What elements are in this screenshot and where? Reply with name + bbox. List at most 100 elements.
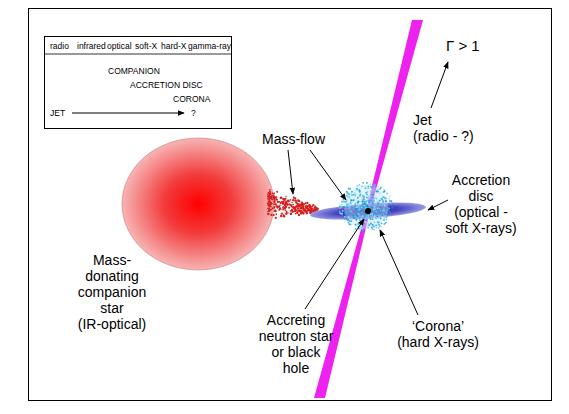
stream-dot — [273, 192, 275, 194]
stream-dot — [298, 208, 299, 209]
corona-dot — [364, 203, 366, 205]
corona-dot — [358, 209, 360, 211]
stream-dot — [269, 189, 271, 191]
corona-dot — [373, 198, 375, 200]
leader-arrow — [288, 150, 293, 194]
stream-dot — [294, 199, 297, 202]
stream-dot — [301, 204, 303, 206]
corona-dot — [381, 211, 383, 213]
corona-dot — [356, 188, 358, 190]
corona-dot — [378, 227, 380, 229]
stream-dot — [275, 196, 277, 198]
stream-dot — [282, 207, 284, 209]
stream-dot — [297, 210, 299, 212]
band-arrow — [72, 113, 184, 114]
stream-dot — [290, 213, 293, 216]
corona-dot — [346, 214, 348, 216]
stream-dot — [312, 210, 314, 212]
corona-dot — [379, 200, 381, 202]
corona-dot — [358, 205, 360, 207]
corona-dot — [355, 205, 357, 207]
corona-dot — [357, 206, 359, 208]
corona-dot — [374, 216, 376, 218]
corona-dot — [356, 218, 358, 220]
stream-dot — [275, 217, 277, 219]
corona-dot — [341, 201, 343, 203]
text-line: companion — [62, 284, 162, 300]
stream-dot — [291, 202, 293, 204]
stream-dot — [314, 207, 316, 209]
corona-glow — [344, 185, 388, 229]
corona-dot — [359, 218, 361, 220]
corona-dot — [377, 217, 379, 219]
corona-dot — [379, 208, 381, 210]
corona-dot — [367, 191, 369, 193]
stream-dot — [268, 201, 270, 203]
stream-dot — [293, 197, 295, 199]
text-line: (optical - — [436, 204, 526, 220]
corona-dot — [376, 216, 378, 218]
stream-dot — [307, 208, 309, 210]
component-label: ‘Corona’ (hard X-rays) — [392, 318, 484, 350]
corona-dot — [366, 200, 368, 202]
corona-dot — [349, 213, 351, 215]
corona-dot — [377, 186, 379, 188]
corona-dot — [371, 196, 373, 198]
stream-dot — [300, 207, 302, 209]
corona-dot — [354, 214, 356, 216]
corona-dot — [377, 189, 379, 191]
stream-dot — [268, 208, 270, 210]
stream-dot — [285, 195, 286, 196]
corona-dot — [362, 215, 364, 217]
corona-dot — [374, 190, 376, 192]
stream-dot — [289, 204, 291, 206]
corona-dot — [349, 197, 351, 199]
corona-dot — [359, 184, 361, 186]
stream-dot — [316, 208, 318, 210]
stream-dot — [271, 194, 272, 195]
corona-dot — [377, 201, 379, 203]
corona-dot — [361, 199, 363, 201]
corona-dot — [356, 213, 358, 215]
corona-dot — [366, 182, 368, 184]
corona-dot — [370, 200, 372, 202]
corona-dot — [359, 211, 361, 213]
stream-dot — [292, 211, 293, 212]
stream-dot — [268, 208, 270, 210]
stream-dot — [275, 205, 277, 207]
text-line: soft X-rays) — [436, 220, 526, 236]
corona-dot — [379, 217, 381, 219]
corona-dot — [356, 199, 358, 201]
corona-dot — [348, 221, 350, 223]
corona-dot — [359, 190, 361, 192]
corona-dot — [377, 222, 379, 224]
stream-dot — [270, 206, 272, 208]
corona-dot — [357, 197, 359, 199]
corona-dot — [376, 216, 378, 218]
corona-dot — [344, 218, 346, 220]
stream-dot — [269, 197, 271, 199]
corona-cloud — [339, 182, 394, 232]
corona-dot — [370, 214, 372, 216]
stream-dot — [301, 202, 303, 204]
corona-dot — [353, 200, 355, 202]
stream-dot — [268, 213, 270, 215]
stream-dot — [274, 196, 276, 198]
stream-dot — [280, 215, 283, 218]
corona-dot — [371, 200, 373, 202]
stream-dot — [308, 205, 310, 207]
companion-star — [122, 138, 274, 270]
stream-dot — [282, 209, 284, 211]
corona-dot — [388, 207, 390, 209]
corona-dot — [374, 211, 376, 213]
corona-dot — [354, 214, 356, 216]
stream-dot — [278, 209, 280, 211]
corona-dot — [366, 191, 368, 193]
corona-dot — [378, 213, 380, 215]
compact-object — [365, 208, 371, 214]
stream-dot — [302, 208, 304, 210]
stream-dot — [309, 206, 311, 208]
corona-dot — [365, 187, 367, 189]
corona-dot — [366, 219, 368, 221]
column-header: infrared — [77, 41, 106, 51]
